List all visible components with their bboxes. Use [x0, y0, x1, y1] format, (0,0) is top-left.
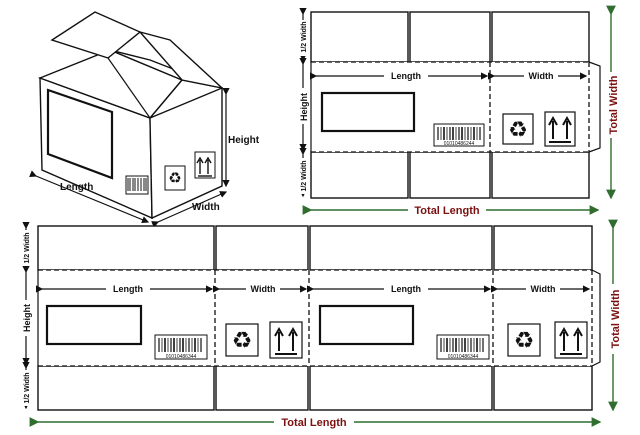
box-length-label: Length — [60, 182, 93, 193]
small-length-label: Length — [391, 71, 421, 81]
large-window-2 — [318, 304, 415, 346]
barcode-icon: 01010486344 — [436, 334, 490, 360]
large-height-label: Height — [22, 304, 32, 332]
barcode-icon: 01010486244 — [433, 123, 485, 147]
barcode-icon: 01010486344 — [154, 334, 208, 360]
small-half-width-bottom: 1/2 Width — [301, 160, 308, 191]
small-total-length-label: Total Length — [414, 205, 479, 217]
large-half-width-bottom: 1/2 Width — [24, 372, 31, 403]
svg-text:♻: ♻ — [232, 327, 253, 353]
recycle-icon: ♻ — [164, 165, 186, 191]
this-side-up-icon — [554, 321, 588, 359]
box-flap-left — [50, 11, 142, 59]
small-width-label: Width — [529, 71, 554, 81]
barcode-icon — [125, 175, 149, 195]
small-half-width-top: 1/2 Width — [301, 21, 308, 52]
large-total-length-label: Total Length — [281, 417, 346, 429]
large-length-label-1: Length — [113, 284, 143, 294]
box-height-label: Height — [228, 135, 260, 146]
recycle-icon: ♻ — [225, 323, 259, 357]
large-length-label-2: Length — [391, 284, 421, 294]
large-width-label-1: Width — [251, 284, 276, 294]
large-window-1 — [45, 304, 143, 346]
large-dieline: Length Width Length Width 01010486 — [20, 219, 622, 429]
box-width-label: Width — [192, 202, 220, 213]
small-dieline: Length Width 01010486244 ♻ — [297, 5, 620, 217]
this-side-up-icon — [269, 321, 303, 359]
this-side-up-icon — [194, 151, 216, 179]
large-barcode-number-1: 01010486344 — [166, 354, 197, 360]
small-height-label: Height — [299, 93, 309, 121]
small-window — [320, 91, 416, 133]
recycle-icon: ♻ — [507, 323, 541, 357]
box-3d: ♻ Height Length Width — [29, 11, 260, 228]
large-barcode-number-2: 01010486344 — [448, 354, 479, 360]
large-half-width-top: 1/2 Width — [24, 232, 31, 263]
small-barcode-number: 01010486244 — [444, 141, 475, 147]
recycle-icon: ♻ — [502, 113, 534, 145]
svg-text:♻: ♻ — [514, 327, 535, 353]
small-total-width-label: Total Width — [608, 75, 620, 134]
svg-text:♻: ♻ — [508, 117, 528, 142]
box-flap-right — [137, 30, 225, 90]
svg-text:♻: ♻ — [168, 170, 181, 187]
this-side-up-icon — [544, 111, 576, 147]
large-total-width-label: Total Width — [610, 289, 622, 348]
large-width-label-2: Width — [531, 284, 556, 294]
